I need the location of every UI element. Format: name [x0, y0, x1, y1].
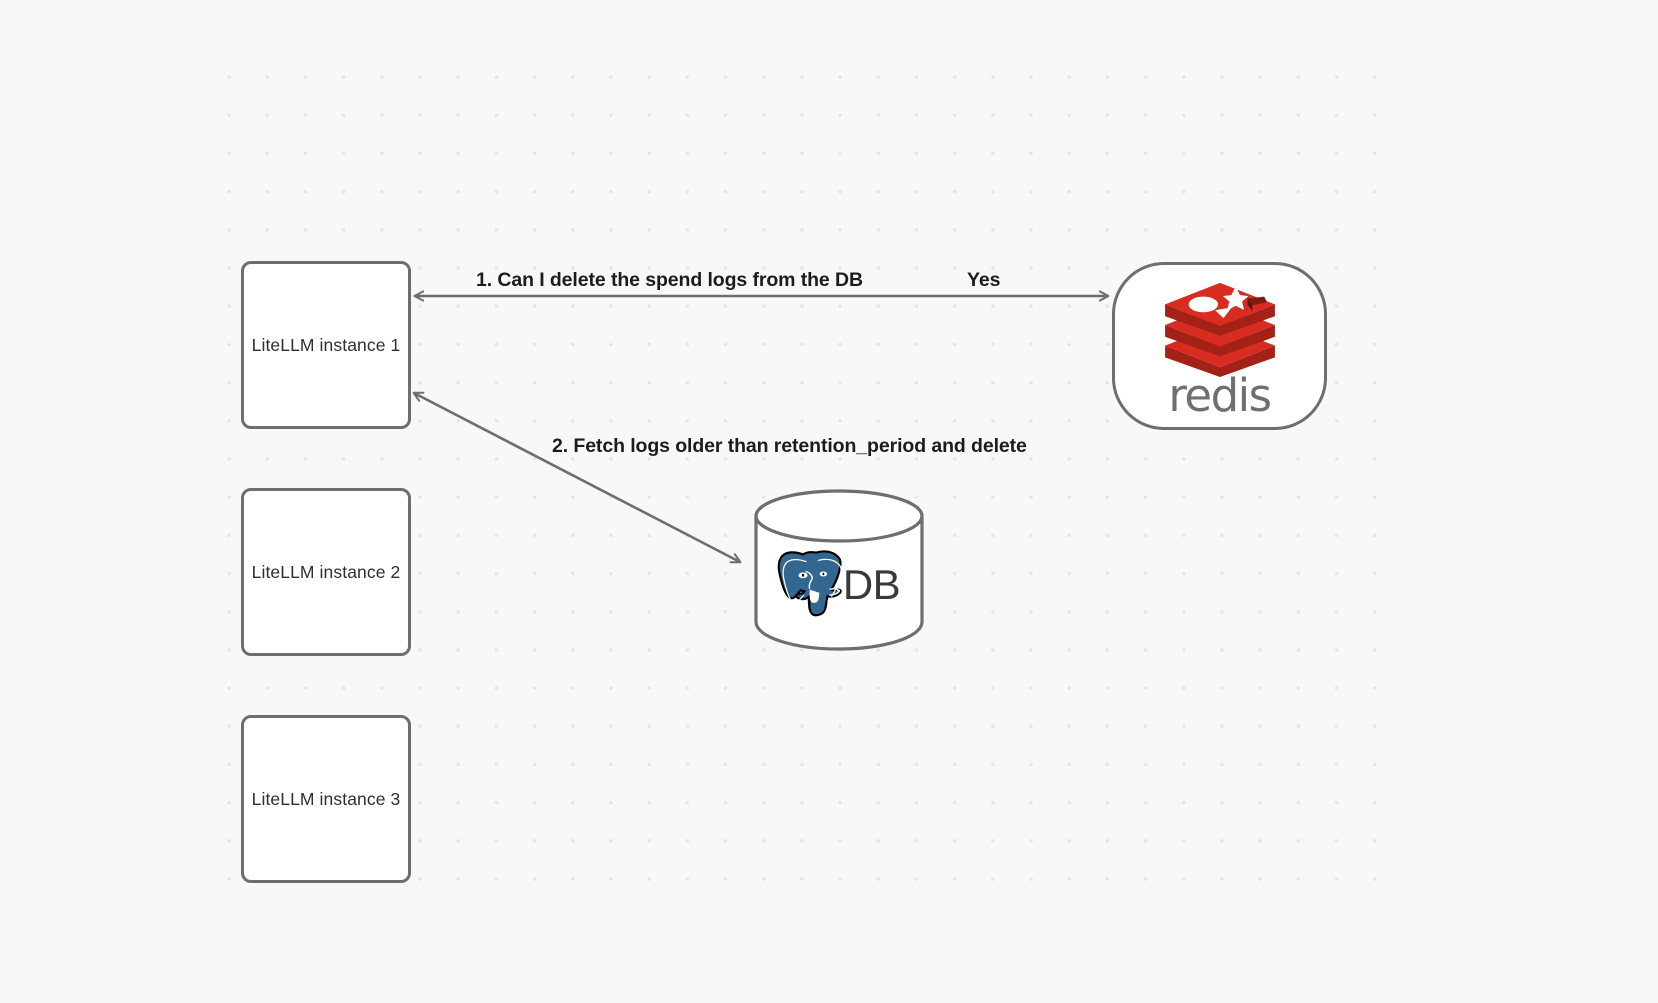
- db-label: DB: [842, 561, 901, 608]
- edge-label-step-1: 1. Can I delete the spend logs from the …: [476, 269, 863, 291]
- node-litellm-instance-3[interactable]: LiteLLM instance 3: [241, 715, 411, 883]
- edge-label-step-2: 2. Fetch logs older than retention_perio…: [552, 435, 1027, 457]
- node-litellm-instance-1-label: LiteLLM instance 1: [251, 334, 401, 355]
- node-litellm-instance-1[interactable]: LiteLLM instance 1: [241, 261, 411, 429]
- node-litellm-instance-2-label: LiteLLM instance 2: [251, 561, 401, 582]
- redis-logo-icon: [1158, 277, 1282, 377]
- edge-label-yes: Yes: [967, 269, 1001, 291]
- node-database[interactable]: DB: [753, 489, 925, 651]
- node-litellm-instance-3-label: LiteLLM instance 3: [251, 788, 401, 809]
- cylinder-shape: [754, 489, 924, 651]
- node-litellm-instance-2[interactable]: LiteLLM instance 2: [241, 488, 411, 656]
- redis-wordmark: redis: [1168, 368, 1272, 422]
- edge-llm1-db[interactable]: [414, 393, 740, 562]
- postgresql-elephant-icon: [777, 550, 842, 617]
- node-redis[interactable]: redis: [1112, 262, 1327, 430]
